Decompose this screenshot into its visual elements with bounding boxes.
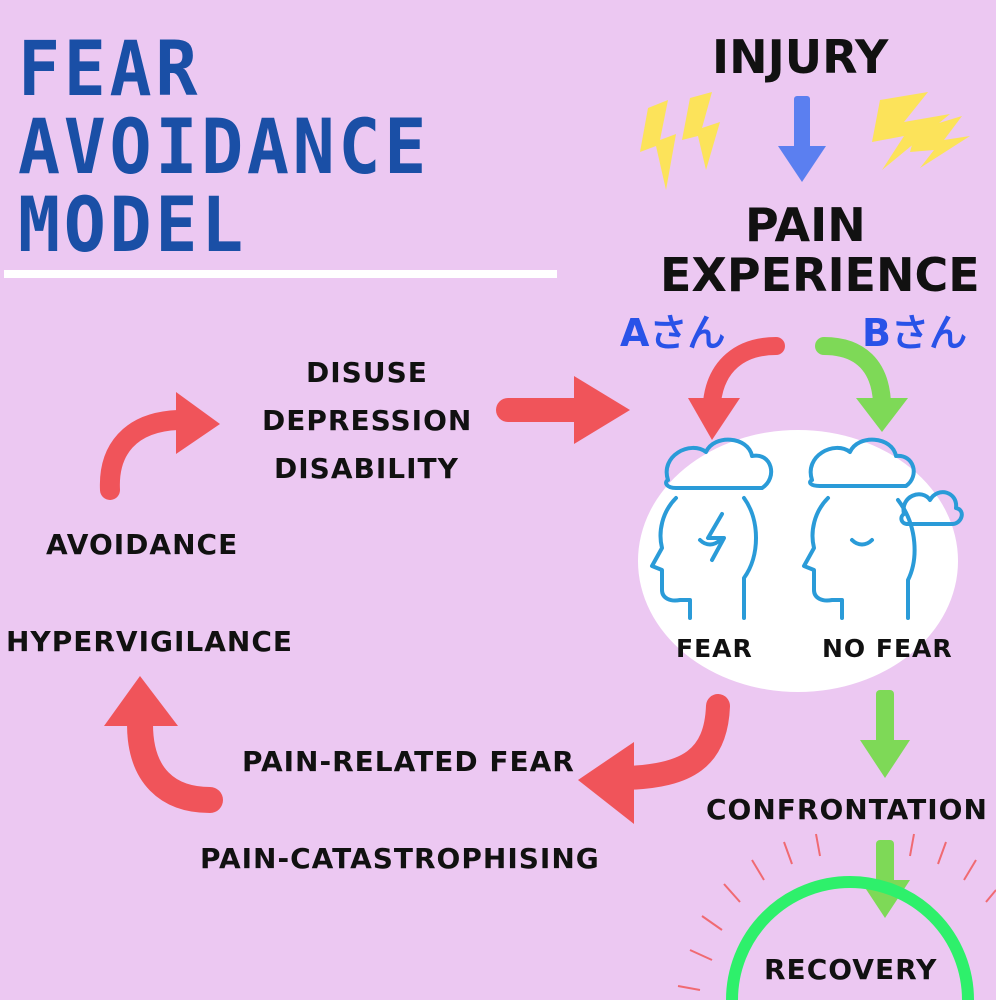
- pain-catastrophising-label: PAIN-CATASTROPHISING: [200, 842, 600, 875]
- no-fear-label: NO FEAR: [822, 634, 953, 663]
- catastrophising-to-hypervigilance-arrow-icon: [104, 676, 223, 813]
- disuse-to-fear-arrow-icon: [496, 376, 630, 444]
- title-line-2: AVOIDANCE: [18, 102, 430, 191]
- title-line-1: FEAR: [18, 24, 202, 113]
- person-a-label: Aさん: [620, 311, 726, 355]
- fear-path-arrow-icon: [688, 337, 785, 440]
- disability-label: DISABILITY: [274, 452, 459, 485]
- depression-label: DEPRESSION: [262, 404, 473, 437]
- no-fear-path-arrow-icon: [815, 337, 908, 432]
- lightning-right-icon: [872, 92, 970, 170]
- pain-experience-label-1: PAIN: [745, 198, 866, 252]
- fear-label: FEAR: [676, 634, 753, 663]
- avoidance-to-disuse-arrow-icon: [99, 392, 220, 500]
- confrontation-label: CONFRONTATION: [706, 793, 988, 826]
- person-b-label: Bさん: [862, 311, 967, 355]
- disuse-label: DISUSE: [306, 356, 428, 389]
- pain-related-fear-label: PAIN-RELATED FEAR: [242, 745, 575, 778]
- title-line-3: MODEL: [18, 180, 247, 269]
- pain-experience-label-2: EXPERIENCE: [660, 248, 980, 302]
- heads-circle: [638, 430, 958, 692]
- injury-arrow-icon: [778, 96, 826, 182]
- injury-label: INJURY: [712, 30, 889, 84]
- fear-to-painfear-arrow-icon: [578, 694, 730, 824]
- avoidance-label: AVOIDANCE: [46, 528, 239, 561]
- fear-head-icon: [650, 437, 773, 620]
- no-fear-head-icon: [802, 437, 964, 620]
- title-underline: [4, 270, 557, 278]
- recovery-arc-icon: [677, 833, 996, 1000]
- page-title: FEAR AVOIDANCE MODEL: [18, 30, 430, 264]
- hypervigilance-label: HYPERVIGILANCE: [6, 625, 294, 658]
- lightning-left-icon: [640, 92, 720, 190]
- no-fear-to-confrontation-arrow-icon: [860, 690, 910, 778]
- recovery-label: RECOVERY: [764, 953, 938, 986]
